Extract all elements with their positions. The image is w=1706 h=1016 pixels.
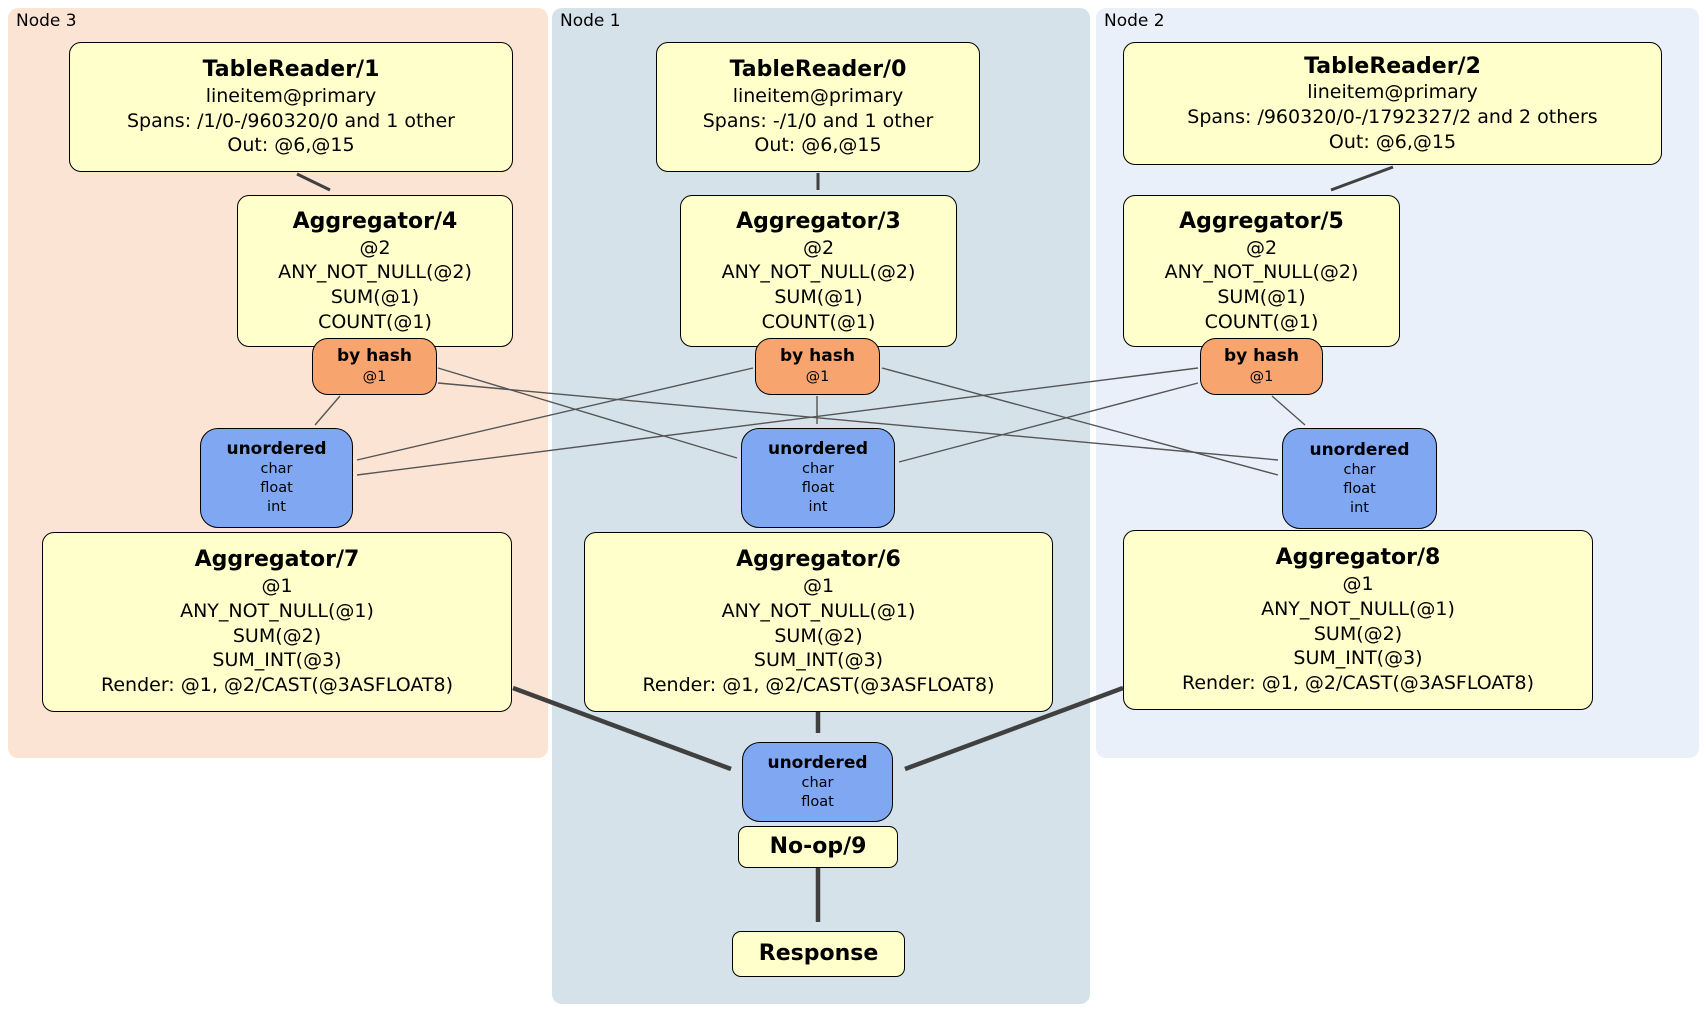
router-detail: @1 — [805, 368, 830, 385]
router-title: by hash — [1224, 346, 1299, 367]
processor-detail: Render: @1, @2/CAST(@3ASFLOAT8) — [101, 674, 453, 696]
processor-detail: @2 — [1245, 236, 1278, 259]
processor-aggregator-5: Aggregator/5 @2 ANY_NOT_NULL(@2) SUM(@1)… — [1123, 195, 1400, 347]
processor-tablereader-2: TableReader/2 lineitem@primary Spans: /9… — [1123, 42, 1662, 165]
sync-detail: char — [260, 461, 293, 478]
processor-detail: SUM_INT(@3) — [1293, 647, 1423, 670]
processor-detail: ANY_NOT_NULL(@2) — [1164, 261, 1359, 284]
sync-detail: int — [267, 499, 286, 516]
region-label-node3: Node 3 — [16, 11, 77, 31]
processor-detail: COUNT(@1) — [1204, 310, 1319, 333]
region-label-node2: Node 2 — [1104, 11, 1165, 31]
processor-detail: @2 — [802, 236, 835, 259]
processor-title: No-op/9 — [769, 834, 867, 860]
processor-title: Aggregator/6 — [736, 547, 901, 573]
processor-aggregator-7: Aggregator/7 @1 ANY_NOT_NULL(@1) SUM(@2)… — [42, 532, 512, 712]
processor-aggregator-8: Aggregator/8 @1 ANY_NOT_NULL(@1) SUM(@2)… — [1123, 530, 1593, 710]
sync-detail: char — [801, 461, 834, 478]
processor-detail: SUM(@1) — [774, 285, 863, 308]
processor-detail: Spans: /1/0-/960320/0 and 1 other — [127, 109, 455, 132]
processor-title: TableReader/2 — [1304, 53, 1481, 79]
processor-detail: lineitem@primary — [1307, 81, 1478, 104]
sync-unordered-final: unordered char float — [742, 742, 893, 822]
region-label-node1: Node 1 — [560, 11, 621, 31]
sync-detail: char — [801, 774, 834, 791]
router-title: by hash — [780, 346, 855, 367]
processor-title: TableReader/0 — [729, 57, 907, 82]
processor-detail: lineitem@primary — [732, 84, 904, 107]
processor-title: Aggregator/8 — [1275, 545, 1441, 571]
processor-detail: COUNT(@1) — [318, 310, 432, 333]
processor-title: Aggregator/5 — [1179, 208, 1344, 234]
sync-detail: int — [808, 499, 828, 516]
sync-title: unordered — [226, 439, 327, 460]
processor-detail: ANY_NOT_NULL(@2) — [278, 261, 472, 284]
sync-detail: char — [1343, 461, 1376, 478]
processor-tablereader-0: TableReader/0 lineitem@primary Spans: -/… — [656, 42, 980, 172]
processor-detail: Spans: /960320/0-/1792327/2 and 2 others — [1187, 106, 1598, 129]
processor-detail: Render: @1, @2/CAST(@3ASFLOAT8) — [1182, 672, 1534, 694]
processor-detail: @2 — [359, 236, 391, 259]
router-title: by hash — [337, 346, 412, 367]
processor-detail: Out: @6,@15 — [1328, 130, 1457, 153]
processor-detail: Out: @6,@15 — [754, 134, 882, 157]
router-by-hash-5: by hash @1 — [1200, 338, 1323, 395]
processor-detail: SUM(@2) — [774, 624, 863, 647]
processor-detail: Render: @1, @2/CAST(@3ASFLOAT8) — [642, 674, 995, 696]
processor-title: Aggregator/3 — [736, 208, 901, 234]
sync-detail: float — [260, 480, 293, 497]
processor-detail: @1 — [802, 575, 835, 598]
processor-detail: SUM(@2) — [1313, 622, 1403, 645]
sync-title: unordered — [1309, 439, 1410, 460]
processor-detail: SUM(@2) — [232, 624, 322, 647]
router-by-hash-3: by hash @1 — [755, 338, 880, 395]
sync-unordered-node2: unordered char float int — [1282, 428, 1437, 529]
processor-detail: SUM(@1) — [1217, 285, 1306, 308]
processor-detail: Spans: -/1/0 and 1 other — [702, 109, 934, 132]
processor-detail: @1 — [1342, 573, 1374, 596]
processor-detail: lineitem@primary — [205, 84, 377, 107]
processor-aggregator-4: Aggregator/4 @2 ANY_NOT_NULL(@2) SUM(@1)… — [237, 195, 513, 347]
processor-detail: @1 — [261, 575, 293, 598]
processor-detail: ANY_NOT_NULL(@1) — [721, 599, 916, 622]
processor-title: TableReader/1 — [202, 57, 380, 82]
sync-detail: float — [1343, 480, 1376, 497]
processor-detail: ANY_NOT_NULL(@1) — [180, 599, 374, 622]
processor-noop-9: No-op/9 — [738, 826, 898, 868]
sync-title: unordered — [767, 439, 869, 460]
processor-detail: COUNT(@1) — [761, 310, 876, 333]
sync-unordered-node1: unordered char float int — [741, 428, 895, 528]
processor-aggregator-3: Aggregator/3 @2 ANY_NOT_NULL(@2) SUM(@1)… — [680, 195, 957, 347]
processor-tablereader-1: TableReader/1 lineitem@primary Spans: /1… — [69, 42, 513, 172]
sync-detail: float — [801, 793, 834, 810]
processor-title: Aggregator/7 — [194, 547, 360, 573]
processor-detail: SUM_INT(@3) — [753, 649, 884, 672]
sync-title: unordered — [767, 752, 868, 773]
processor-detail: SUM_INT(@3) — [212, 649, 342, 672]
processor-aggregator-6: Aggregator/6 @1 ANY_NOT_NULL(@1) SUM(@2)… — [584, 532, 1053, 712]
router-detail: @1 — [362, 368, 387, 385]
processor-response: Response — [732, 931, 905, 977]
processor-title: Aggregator/4 — [292, 208, 458, 234]
processor-detail: ANY_NOT_NULL(@2) — [721, 261, 916, 284]
router-by-hash-4: by hash @1 — [312, 338, 437, 395]
sync-detail: float — [801, 480, 835, 497]
processor-detail: ANY_NOT_NULL(@1) — [1261, 597, 1455, 620]
router-detail: @1 — [1249, 368, 1274, 385]
processor-title: Response — [758, 941, 879, 967]
processor-detail: Out: @6,@15 — [227, 134, 355, 157]
processor-detail: SUM(@1) — [330, 285, 420, 308]
sync-unordered-node3: unordered char float int — [200, 428, 353, 528]
sync-detail: int — [1350, 499, 1369, 516]
